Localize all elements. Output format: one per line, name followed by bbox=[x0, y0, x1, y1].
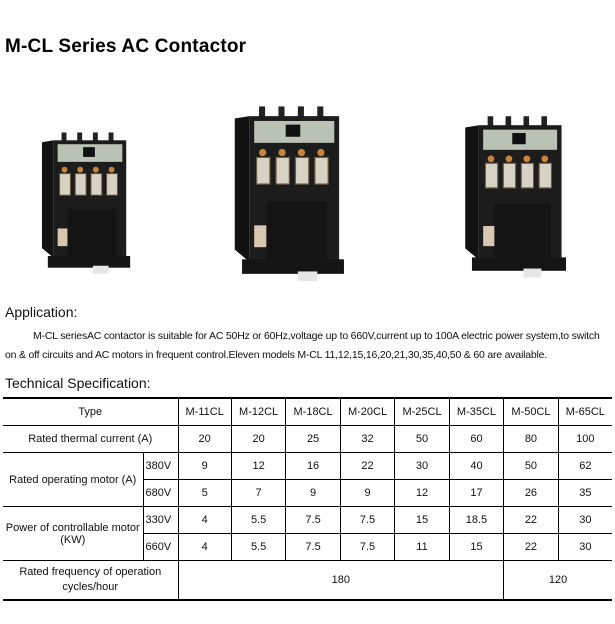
value-cell: 50 bbox=[394, 425, 450, 453]
value-cell: 80 bbox=[503, 425, 559, 453]
value-cell: 5 bbox=[177, 479, 232, 507]
model-cell: M-12CL bbox=[230, 397, 287, 426]
model-cell: M-50CL bbox=[503, 397, 559, 426]
value-cell: 12 bbox=[394, 479, 450, 507]
value-cell: 50 bbox=[503, 452, 559, 480]
frequency-label-line2: cycles/hour bbox=[62, 581, 119, 593]
value-cell: 30 bbox=[394, 452, 450, 480]
type-label: Type bbox=[3, 397, 179, 426]
value-cell: 22 bbox=[503, 506, 559, 534]
value-cell: 9 bbox=[285, 479, 341, 507]
voltage-cell: 660V bbox=[143, 533, 179, 561]
voltage-cell: 680V bbox=[143, 479, 179, 507]
power-label: Power of controllable motor (KW) bbox=[3, 506, 144, 561]
value-cell: 62 bbox=[557, 452, 612, 480]
value-cell: 60 bbox=[448, 425, 505, 453]
product-image-medium-contactor bbox=[234, 105, 345, 282]
value-cell: 25 bbox=[285, 425, 341, 453]
application-text: M-CL seriesAC contactor is suitable for … bbox=[5, 330, 600, 361]
page-title: M-CL Series AC Contactor bbox=[5, 36, 247, 57]
table-row-operating-380: Rated operating motor (A) 380V 9 12 16 2… bbox=[3, 452, 612, 507]
table-row-power-660: 660V 4 5.5 7.5 7.5 11 15 22 30 bbox=[3, 533, 612, 561]
value-cell: 5.5 bbox=[230, 506, 287, 534]
value-cell: 100 bbox=[557, 425, 612, 453]
table-row-frequency: Rated frequency of operation cycles/hour… bbox=[3, 560, 612, 601]
value-cell: 11 bbox=[394, 533, 450, 561]
thermal-label: Rated thermal current (A) bbox=[3, 425, 179, 453]
value-cell: 15 bbox=[394, 506, 450, 534]
value-cell: 20 bbox=[230, 425, 287, 453]
value-cell: 7.5 bbox=[285, 506, 341, 534]
frequency-value-180: 180 bbox=[177, 560, 505, 601]
table-row-power-330: Power of controllable motor (KW) 330V 4 … bbox=[3, 506, 612, 561]
frequency-label-line1: Rated frequency of operation bbox=[19, 566, 162, 578]
value-cell: 15 bbox=[448, 533, 505, 561]
frequency-value-120: 120 bbox=[503, 560, 612, 601]
value-cell: 22 bbox=[503, 533, 559, 561]
model-cell: M-11CL bbox=[177, 397, 232, 426]
value-cell: 30 bbox=[557, 506, 612, 534]
value-cell: 30 bbox=[557, 533, 612, 561]
value-cell: 18.5 bbox=[448, 506, 505, 534]
table-row-thermal: Rated thermal current (A) 20 20 25 32 50… bbox=[3, 425, 612, 453]
value-cell: 4 bbox=[177, 506, 232, 534]
model-cell: M-35CL bbox=[448, 397, 505, 426]
model-cell: M-18CL bbox=[285, 397, 341, 426]
value-cell: 9 bbox=[177, 452, 232, 480]
value-cell: 7 bbox=[230, 479, 287, 507]
model-cell: M-25CL bbox=[394, 397, 450, 426]
table-row-type: Type M-11CL M-12CL M-18CL M-20CL M-25CL … bbox=[3, 397, 612, 426]
value-cell: 40 bbox=[448, 452, 505, 480]
value-cell: 7.5 bbox=[285, 533, 341, 561]
model-cell: M-20CL bbox=[339, 397, 396, 426]
value-cell: 26 bbox=[503, 479, 559, 507]
value-cell: 35 bbox=[557, 479, 612, 507]
value-cell: 32 bbox=[339, 425, 396, 453]
value-cell: 7.5 bbox=[339, 533, 396, 561]
model-cell: M-65CL bbox=[557, 397, 612, 426]
product-image-small-contactor bbox=[40, 128, 138, 280]
voltage-cell: 380V bbox=[142, 452, 179, 480]
value-cell: 20 bbox=[177, 425, 232, 453]
spec-heading: Technical Specification: bbox=[5, 375, 151, 391]
spec-table: Type M-11CL M-12CL M-18CL M-20CL M-25CL … bbox=[3, 397, 612, 601]
value-cell: 7.5 bbox=[339, 506, 396, 534]
operating-label: Rated operating motor (A) bbox=[3, 452, 144, 507]
voltage-cell: 330V bbox=[142, 506, 179, 534]
value-cell: 16 bbox=[285, 452, 341, 480]
frequency-label: Rated frequency of operation cycles/hour bbox=[3, 560, 179, 601]
value-cell: 22 bbox=[339, 452, 396, 480]
application-heading: Application: bbox=[5, 304, 78, 320]
value-cell: 17 bbox=[448, 479, 505, 507]
value-cell: 9 bbox=[339, 479, 396, 507]
product-image-large-contactor bbox=[464, 115, 567, 279]
value-cell: 4 bbox=[177, 533, 232, 561]
value-cell: 5.5 bbox=[230, 533, 287, 561]
value-cell: 12 bbox=[230, 452, 287, 480]
